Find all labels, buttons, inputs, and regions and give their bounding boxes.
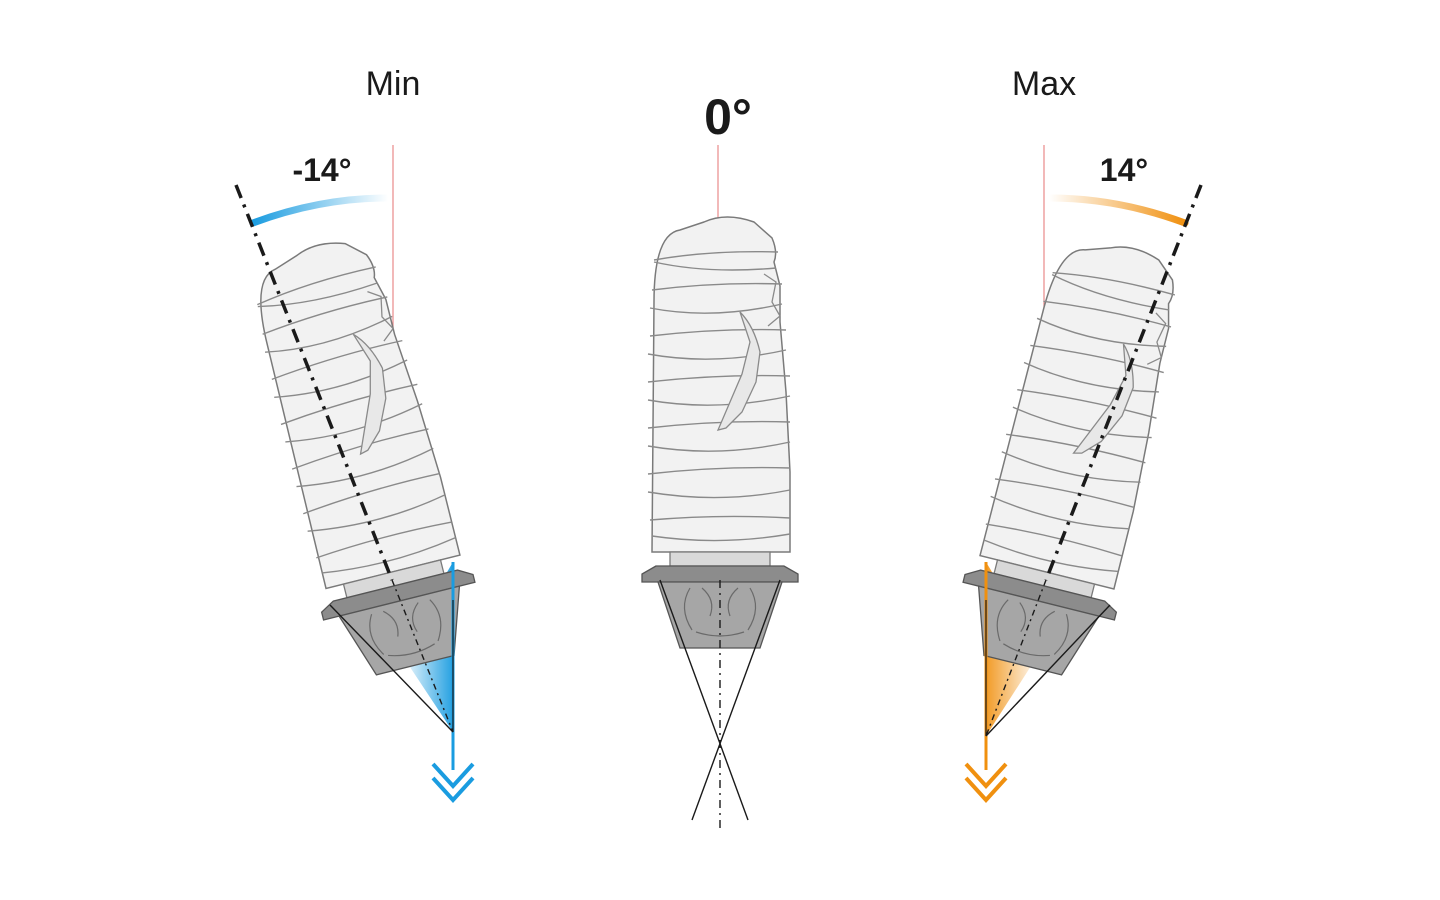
max-angle-label: 14°: [1100, 152, 1148, 188]
max-heading: Max: [1012, 65, 1076, 103]
implant-min: [234, 184, 492, 803]
min-heading: Min: [366, 65, 421, 103]
center-heading: 0°: [704, 89, 752, 145]
max-arrow-icon: [964, 762, 1008, 803]
max-axis-line: [1044, 184, 1203, 581]
max-angle-arc: [1045, 194, 1189, 227]
min-angle-arc: [249, 194, 392, 227]
implant-max: [946, 184, 1204, 803]
min-angle-label: -14°: [292, 152, 351, 188]
min-arrow-icon: [431, 762, 475, 803]
min-axis-line: [234, 184, 394, 581]
implant-center: [641, 216, 799, 832]
